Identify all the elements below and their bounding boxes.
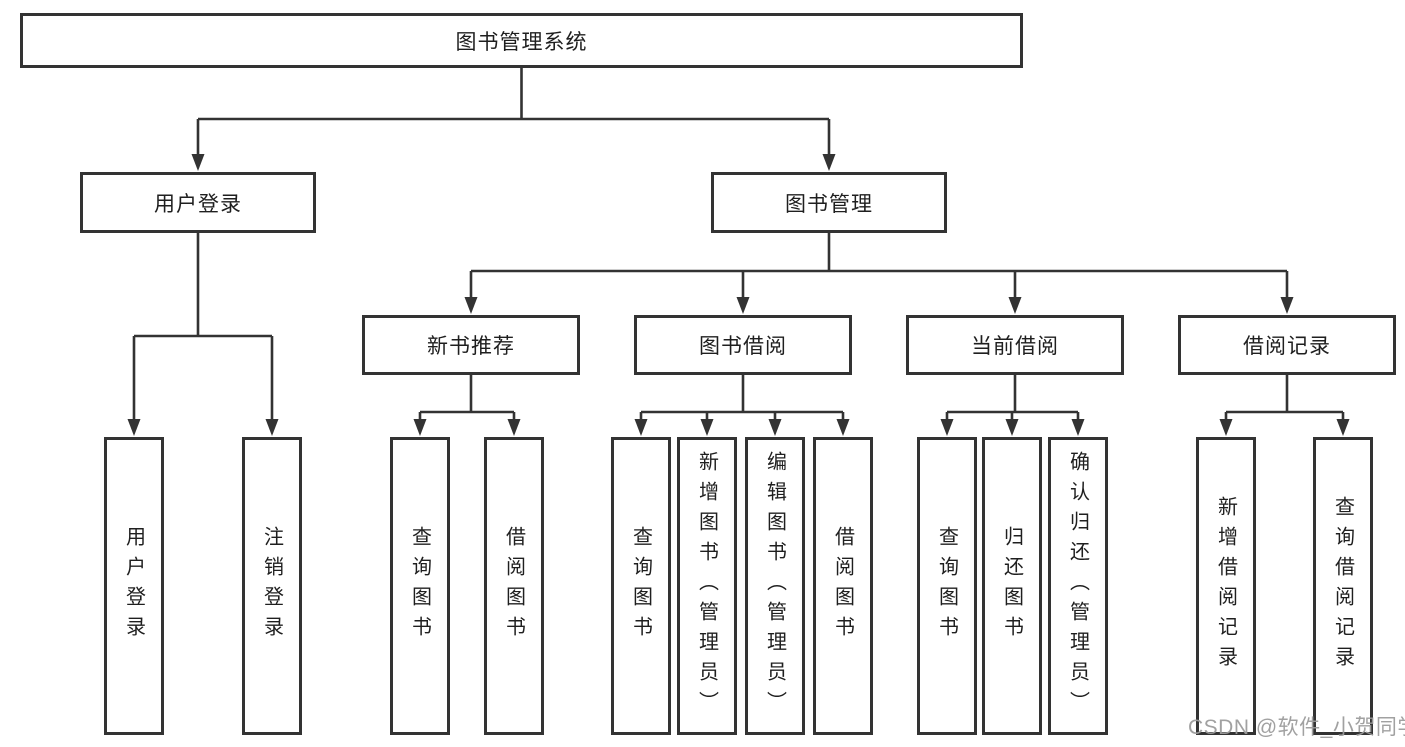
connector-user-login-to-leaves xyxy=(127,233,279,436)
leaf-borrow-query-books: 查询图书 xyxy=(611,437,671,735)
connector-current-borrow-to-leaves xyxy=(940,375,1085,436)
node-new-book-recommend: 新书推荐 xyxy=(362,315,580,375)
connector-borrow-records-to-leaves xyxy=(1219,375,1350,436)
node-current-borrow: 当前借阅 xyxy=(906,315,1124,375)
leaf-current-query-books: 查询图书 xyxy=(917,437,977,735)
node-root: 图书管理系统 xyxy=(20,13,1023,68)
leaf-newbook-borrow-books: 借阅图书 xyxy=(484,437,544,735)
csdn-watermark: CSDN @软件_小贺同学 xyxy=(1188,716,1405,739)
leaf-records-add-record: 新增借阅记录 xyxy=(1196,437,1256,735)
leaf-logout: 注销登录 xyxy=(242,437,302,735)
leaf-current-return-books: 归还图书 xyxy=(982,437,1042,735)
leaf-user-login: 用户登录 xyxy=(104,437,164,735)
leaf-borrow-edit-books-admin: 编辑图书（管理员） xyxy=(745,437,805,735)
leaf-borrow-borrow-books: 借阅图书 xyxy=(813,437,873,735)
leaf-records-query-record: 查询借阅记录 xyxy=(1313,437,1373,735)
node-book-borrow: 图书借阅 xyxy=(634,315,852,375)
node-user-login: 用户登录 xyxy=(80,172,316,233)
connector-root-to-level2 xyxy=(191,68,836,171)
connector-new-book-to-leaves xyxy=(413,375,521,436)
leaf-current-confirm-return-admin: 确认归还（管理员） xyxy=(1048,437,1108,735)
leaf-newbook-query-books: 查询图书 xyxy=(390,437,450,735)
leaf-borrow-add-books-admin: 新增图书（管理员） xyxy=(677,437,737,735)
node-book-management: 图书管理 xyxy=(711,172,947,233)
connector-book-management-to-level3 xyxy=(464,233,1294,314)
connector-book-borrow-to-leaves xyxy=(634,375,850,436)
node-borrow-records: 借阅记录 xyxy=(1178,315,1396,375)
